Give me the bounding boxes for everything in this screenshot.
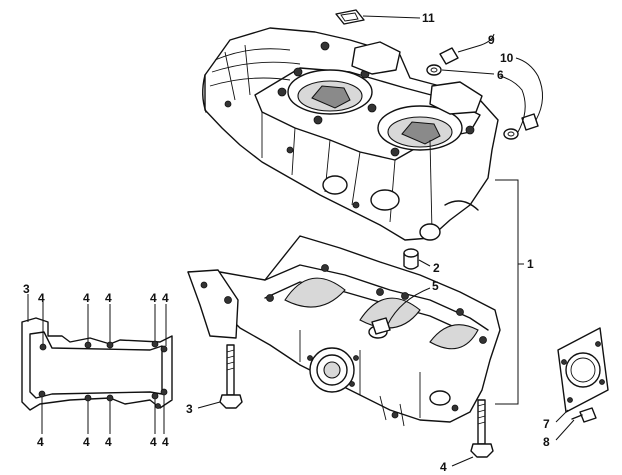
- callout-3-gasket: 3: [23, 282, 30, 296]
- callout-4-gasket-top-4: 4: [150, 291, 157, 305]
- callout-8: 8: [543, 435, 550, 449]
- callout-5: 5: [432, 279, 439, 293]
- callout-9: 9: [488, 33, 495, 47]
- long-bolt-4: [470, 399, 494, 458]
- bolt-10: [503, 113, 539, 140]
- callout-1: 1: [527, 257, 534, 271]
- callout-4-gasket-bottom-5: 4: [162, 435, 169, 449]
- crankcase-gasket-inset: [21, 317, 173, 411]
- long-bolt-3: [219, 344, 243, 409]
- dowel-2: [403, 248, 419, 270]
- callout-4-gasket-top-5: 4: [162, 291, 169, 305]
- callout-6: 6: [497, 68, 504, 82]
- callout-4-gasket-top-1: 4: [38, 291, 45, 305]
- callout-4-gasket-bottom-4: 4: [150, 435, 157, 449]
- callout-4-gasket-top-3: 4: [105, 291, 112, 305]
- callout-11: 11: [422, 11, 435, 25]
- callout-4-gasket-bottom-1: 4: [37, 435, 44, 449]
- lower-crankcase: [187, 235, 501, 427]
- callout-labels: 11 9 10 6 1 2 5 3 4 7 8 3 4 4 4 4 4 4 4 …: [23, 11, 550, 474]
- upper-crankcase: [202, 27, 499, 241]
- callout-4-bolt: 4: [440, 460, 447, 474]
- callout-4-gasket-bottom-2: 4: [83, 435, 90, 449]
- leader-lines: [27, 15, 575, 467]
- plug-9: [426, 47, 459, 76]
- callout-10: 10: [500, 51, 514, 65]
- flange-plate-7: [557, 327, 609, 413]
- callout-2: 2: [433, 261, 440, 275]
- callout-7: 7: [543, 417, 550, 431]
- small-bolt-8: [571, 407, 597, 423]
- callout-3-bolt: 3: [186, 402, 193, 416]
- callout-4-gasket-top-2: 4: [83, 291, 90, 305]
- cover-plate-11: [335, 9, 365, 25]
- callout-4-gasket-bottom-3: 4: [105, 435, 112, 449]
- fitting-5: [368, 317, 391, 339]
